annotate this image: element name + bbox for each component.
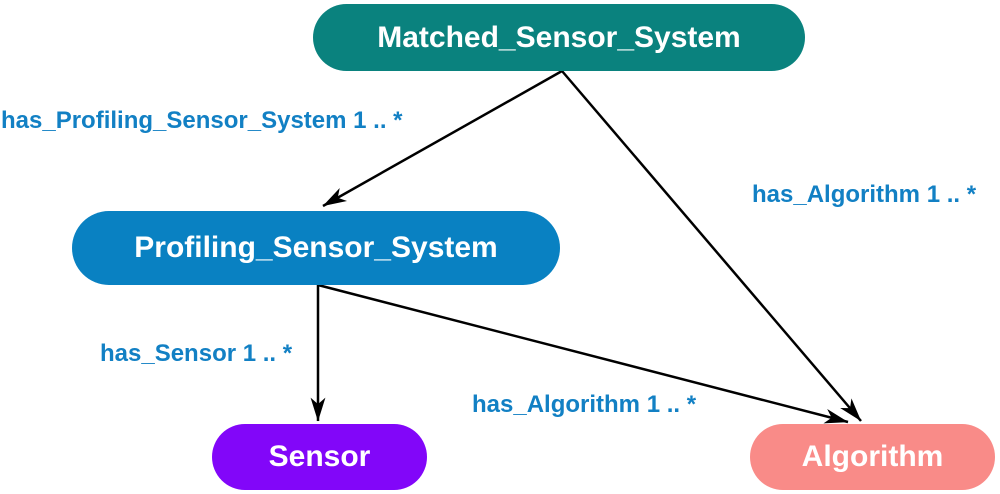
- node-algorithm[interactable]: Algorithm: [750, 424, 995, 490]
- edge-matched-to-profiling: [322, 69, 563, 208]
- node-matched-sensor-system[interactable]: Matched_Sensor_System: [313, 4, 805, 71]
- edge-label-has-profiling-sensor-system: has_Profiling_Sensor_System 1 .. *: [1, 107, 403, 134]
- node-algorithm-label: Algorithm: [801, 440, 944, 473]
- edge-label-has-algorithm-from-profiling: has_Algorithm 1 .. *: [472, 391, 697, 418]
- node-sensor-label: Sensor: [268, 440, 371, 473]
- edge-label-has-sensor: has_Sensor 1 .. *: [100, 340, 293, 367]
- node-profiling-sensor-system-label: Profiling_Sensor_System: [134, 231, 498, 264]
- node-sensor[interactable]: Sensor: [212, 424, 427, 490]
- edge-matched-to-algorithm: [561, 70, 862, 422]
- edge-label-has-algorithm-from-matched: has_Algorithm 1 .. *: [752, 181, 977, 208]
- node-profiling-sensor-system[interactable]: Profiling_Sensor_System: [72, 211, 560, 285]
- edge-profiling-to-algorithm: [317, 283, 849, 424]
- node-matched-sensor-system-label: Matched_Sensor_System: [377, 20, 741, 54]
